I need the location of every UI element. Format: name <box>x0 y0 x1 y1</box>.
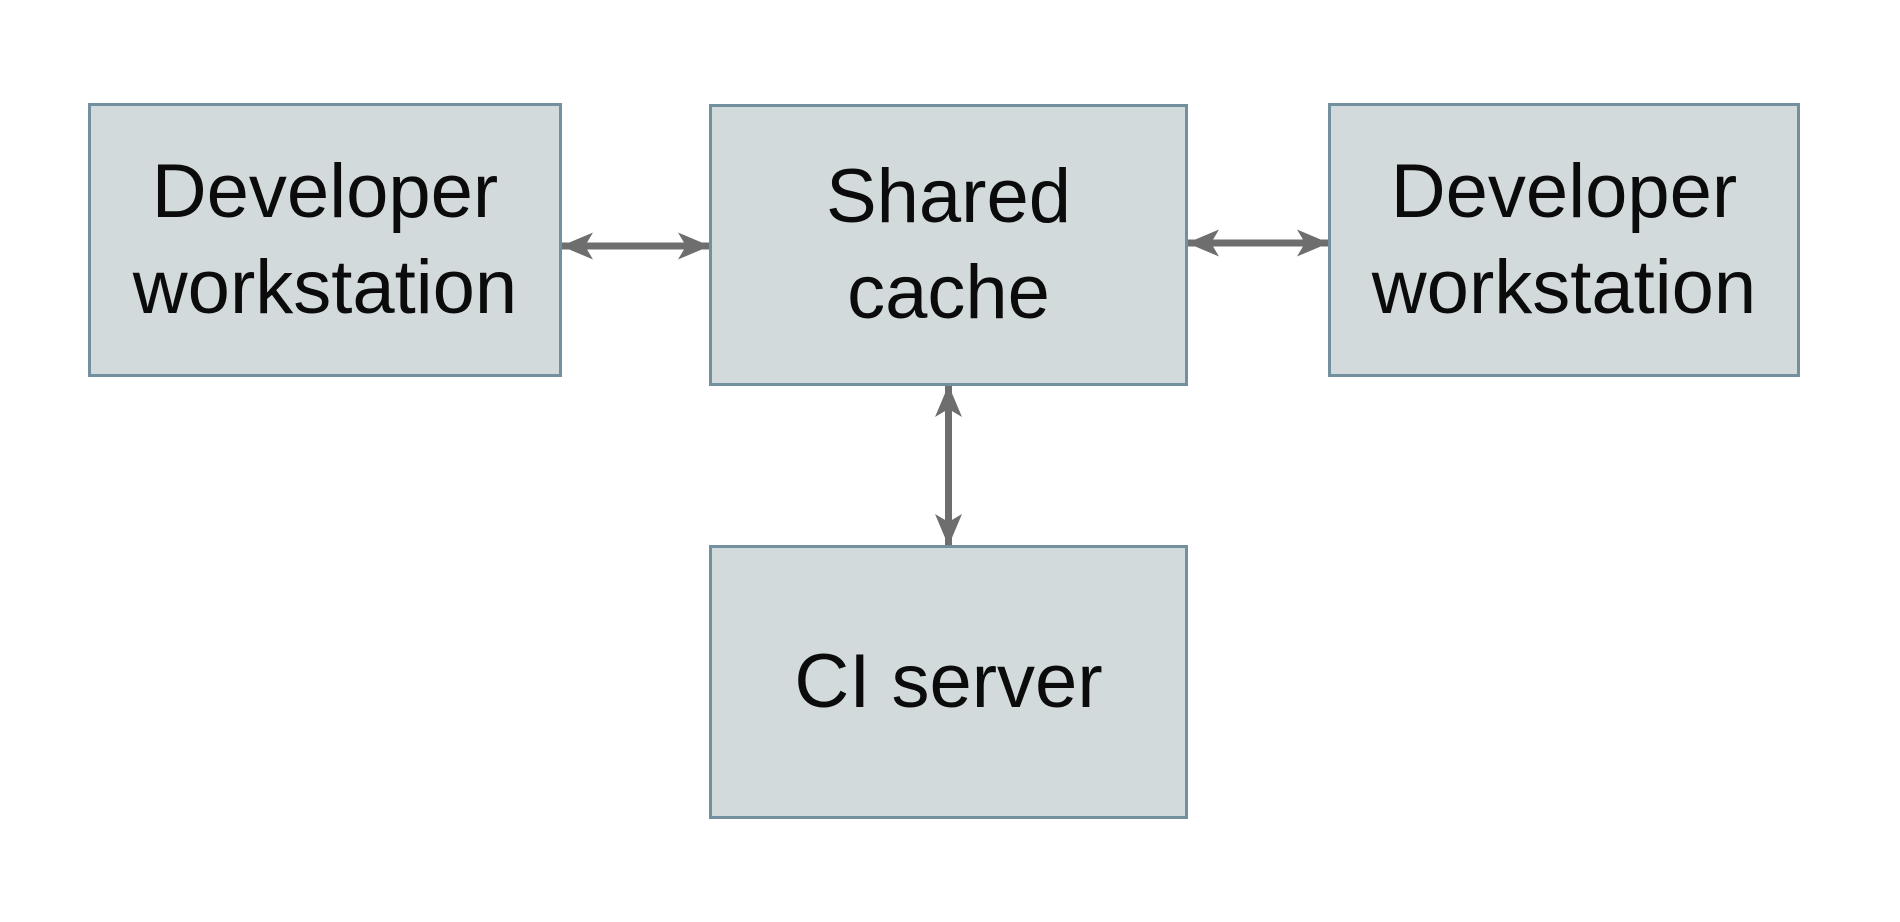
node-label-developer-workstation-right: Developer workstation <box>1371 149 1757 330</box>
node-label-shared-cache: Shared cache <box>825 154 1072 335</box>
node-ci-server: CI server <box>709 545 1188 819</box>
node-developer-workstation-left: Developer workstation <box>88 103 562 377</box>
node-developer-workstation-right: Developer workstation <box>1328 103 1800 377</box>
node-label-ci-server: CI server <box>794 639 1103 725</box>
node-shared-cache: Shared cache <box>709 104 1188 386</box>
node-label-developer-workstation-left: Developer workstation <box>132 149 518 330</box>
